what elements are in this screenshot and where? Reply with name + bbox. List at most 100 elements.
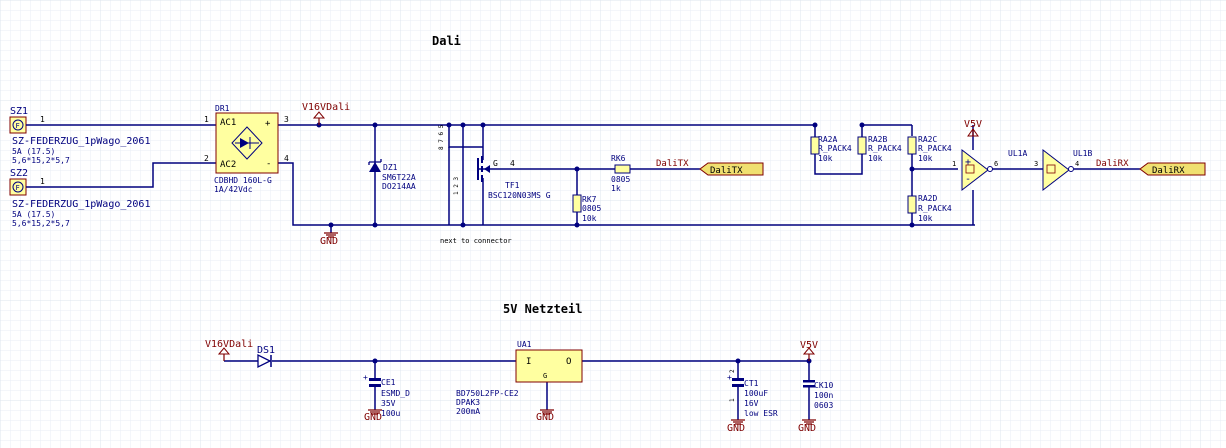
sz1-ref: SZ1 <box>10 106 28 117</box>
svg-text:+: + <box>363 373 368 382</box>
svg-text:F: F <box>16 122 20 130</box>
ct1-pin1: 1 <box>729 398 736 402</box>
connector-sz1[interactable]: F SZ1 1 SZ-FEDERZUG_1pWago_2061 5A (17.5… <box>9 106 150 165</box>
ra2c-value: R_PACK4 <box>918 144 952 153</box>
dr1-ref: DR1 <box>215 104 230 113</box>
power-port-v16vdali[interactable]: V16VDali <box>302 102 350 125</box>
resistor-rk6[interactable]: RK6 0805 1k <box>611 154 631 193</box>
tf1-note: next to connector <box>440 237 512 245</box>
ct1-esr: low ESR <box>744 409 778 418</box>
ck10-value: 100n <box>814 391 833 400</box>
ct1-ref: CT1 <box>744 379 759 388</box>
dz1-value: SM6T22A <box>382 173 416 182</box>
dr1-rating: 1A/42Vdc <box>214 185 253 194</box>
ra2c-res: 10k <box>918 154 933 163</box>
ua1-out: O <box>566 357 571 367</box>
ra2a-value: R_PACK4 <box>818 144 852 153</box>
psu-section-title: 5V Netzteil <box>503 302 582 316</box>
zener-diode-dz1[interactable]: DZ1 SM6T22A DO214AA <box>368 159 416 191</box>
ua1-gnd: G <box>543 372 547 380</box>
ul1a-pin-out: 6 <box>994 160 998 168</box>
rk7-value: 10k <box>582 214 597 223</box>
ct1-value: 100uF <box>744 389 768 398</box>
dr1-value: CDBHD 160L-G <box>214 176 272 185</box>
sz1-line2: 5,6*15,2*5,7 <box>12 156 70 165</box>
ra2a-ref: RA2A <box>818 135 837 144</box>
ck10-package: 0603 <box>814 401 833 410</box>
net-port-dalitx[interactable]: DaliTX DaliTX <box>656 159 764 176</box>
v16vdali-label-psu: V16VDali <box>205 339 253 350</box>
dr1-pin2: 2 <box>204 154 209 163</box>
bridge-rectifier-dr1[interactable]: AC1 AC2 + - 1 2 3 4 DR1 CDBHD 160L-G 1A/… <box>204 104 289 194</box>
sz2-value: SZ-FEDERZUG_1pWago_2061 <box>12 199 150 210</box>
mosfet-tf1[interactable]: G 4 8 7 6 5 1 2 3 TF1 BSC120N03MS G next… <box>438 124 551 245</box>
diode-ds1[interactable]: DS1 <box>257 345 275 369</box>
gnd-symbol-ce1: GND <box>364 409 382 423</box>
psu-wires <box>224 360 810 420</box>
gnd-symbol-ct1: GND <box>727 419 745 434</box>
sz1-line1: 5A (17.5) <box>12 147 55 156</box>
power-port-v16vdali-psu[interactable]: V16VDali <box>205 339 253 361</box>
sz1-value: SZ-FEDERZUG_1pWago_2061 <box>12 136 150 147</box>
dz1-ref: DZ1 <box>383 163 398 172</box>
tf1-pins-bottom: 1 2 3 <box>453 177 460 195</box>
dr1-pin3: 3 <box>284 115 289 124</box>
resistor-ra2d[interactable]: RA2D R_PACK4 10k <box>907 194 952 223</box>
svg-text:F: F <box>16 184 20 192</box>
capacitor-ce1[interactable]: + CE1 ESMD_D 35V 100u <box>363 373 410 418</box>
net-port-dalirx[interactable]: DaliRX DaliRX <box>1096 159 1206 176</box>
gnd-label-ck10: GND <box>798 423 816 434</box>
capacitor-ct1[interactable]: + 2 1 CT1 100uF 16V low ESR <box>727 369 778 418</box>
sz2-pin: 1 <box>40 177 45 186</box>
regulator-ua1[interactable]: I O G UA1 BD750L2FP-CE2 DPAK3 200mA <box>456 340 583 416</box>
ra2c-ref: RA2C <box>918 135 937 144</box>
resistor-ra2c[interactable]: RA2C R_PACK4 10k <box>907 135 952 163</box>
psu-junctions <box>372 358 812 364</box>
dr1-ac2: AC2 <box>220 160 236 170</box>
gnd-label-ct1: GND <box>727 423 745 434</box>
sz2-line2: 5,6*15,2*5,7 <box>12 219 70 228</box>
buffer-ul1b[interactable]: 3 4 UL1B <box>1034 148 1092 192</box>
dali-wires <box>33 124 1140 233</box>
resistor-ra2b[interactable]: RA2B R_PACK4 10k <box>857 135 902 163</box>
power-port-v5v-dali[interactable]: V5V <box>964 119 982 137</box>
resistor-rk7[interactable]: RK7 0805 10k <box>572 194 601 223</box>
power-port-v5v-psu[interactable]: V5V <box>800 340 818 361</box>
ds1-ref: DS1 <box>257 345 275 356</box>
dr1-pin4: 4 <box>284 154 289 163</box>
rk7-ref: RK7 <box>582 195 597 204</box>
ck10-ref: CK10 <box>814 381 833 390</box>
tf1-pins-left: 8 7 6 5 <box>438 124 445 150</box>
sz2-line1: 5A (17.5) <box>12 210 55 219</box>
sz2-ref: SZ2 <box>10 168 28 179</box>
connector-sz2[interactable]: F SZ2 1 SZ-FEDERZUG_1pWago_2061 5A (17.5… <box>9 168 150 228</box>
ua1-current: 200mA <box>456 407 480 416</box>
svg-text:+: + <box>965 157 971 168</box>
ra2d-ref: RA2D <box>918 194 937 203</box>
v5v-label-psu: V5V <box>800 340 818 351</box>
ul1a-ref: UL1A <box>1008 149 1027 158</box>
dali-section-title: Dali <box>432 34 461 48</box>
resistor-ra2a[interactable]: RA2A R_PACK4 10k <box>810 135 852 163</box>
ul1b-pin-out: 4 <box>1075 160 1079 168</box>
dz1-package: DO214AA <box>382 182 416 191</box>
rk7-package: 0805 <box>582 204 601 213</box>
ua1-package: DPAK3 <box>456 398 480 407</box>
v16vdali-label: V16VDali <box>302 102 350 113</box>
ra2b-ref: RA2B <box>868 135 887 144</box>
ul1b-pin-in: 3 <box>1034 160 1038 168</box>
ra2d-value: R_PACK4 <box>918 204 952 213</box>
ce1-value: ESMD_D <box>381 389 410 398</box>
dalitx-net-label: DaliTX <box>656 159 689 169</box>
capacitor-ck10[interactable]: CK10 100n 0603 <box>803 380 833 410</box>
ua1-in: I <box>526 357 531 367</box>
dr1-plus: + <box>265 119 271 129</box>
dr1-pin1: 1 <box>204 115 209 124</box>
gnd-symbol-dali: GND <box>320 232 338 247</box>
v5v-label-dali: V5V <box>964 119 982 130</box>
comparator-ul1a[interactable]: + - 1 6 UL1A <box>952 148 1027 192</box>
ul1b-ref: UL1B <box>1073 149 1092 158</box>
ra2b-value: R_PACK4 <box>868 144 902 153</box>
